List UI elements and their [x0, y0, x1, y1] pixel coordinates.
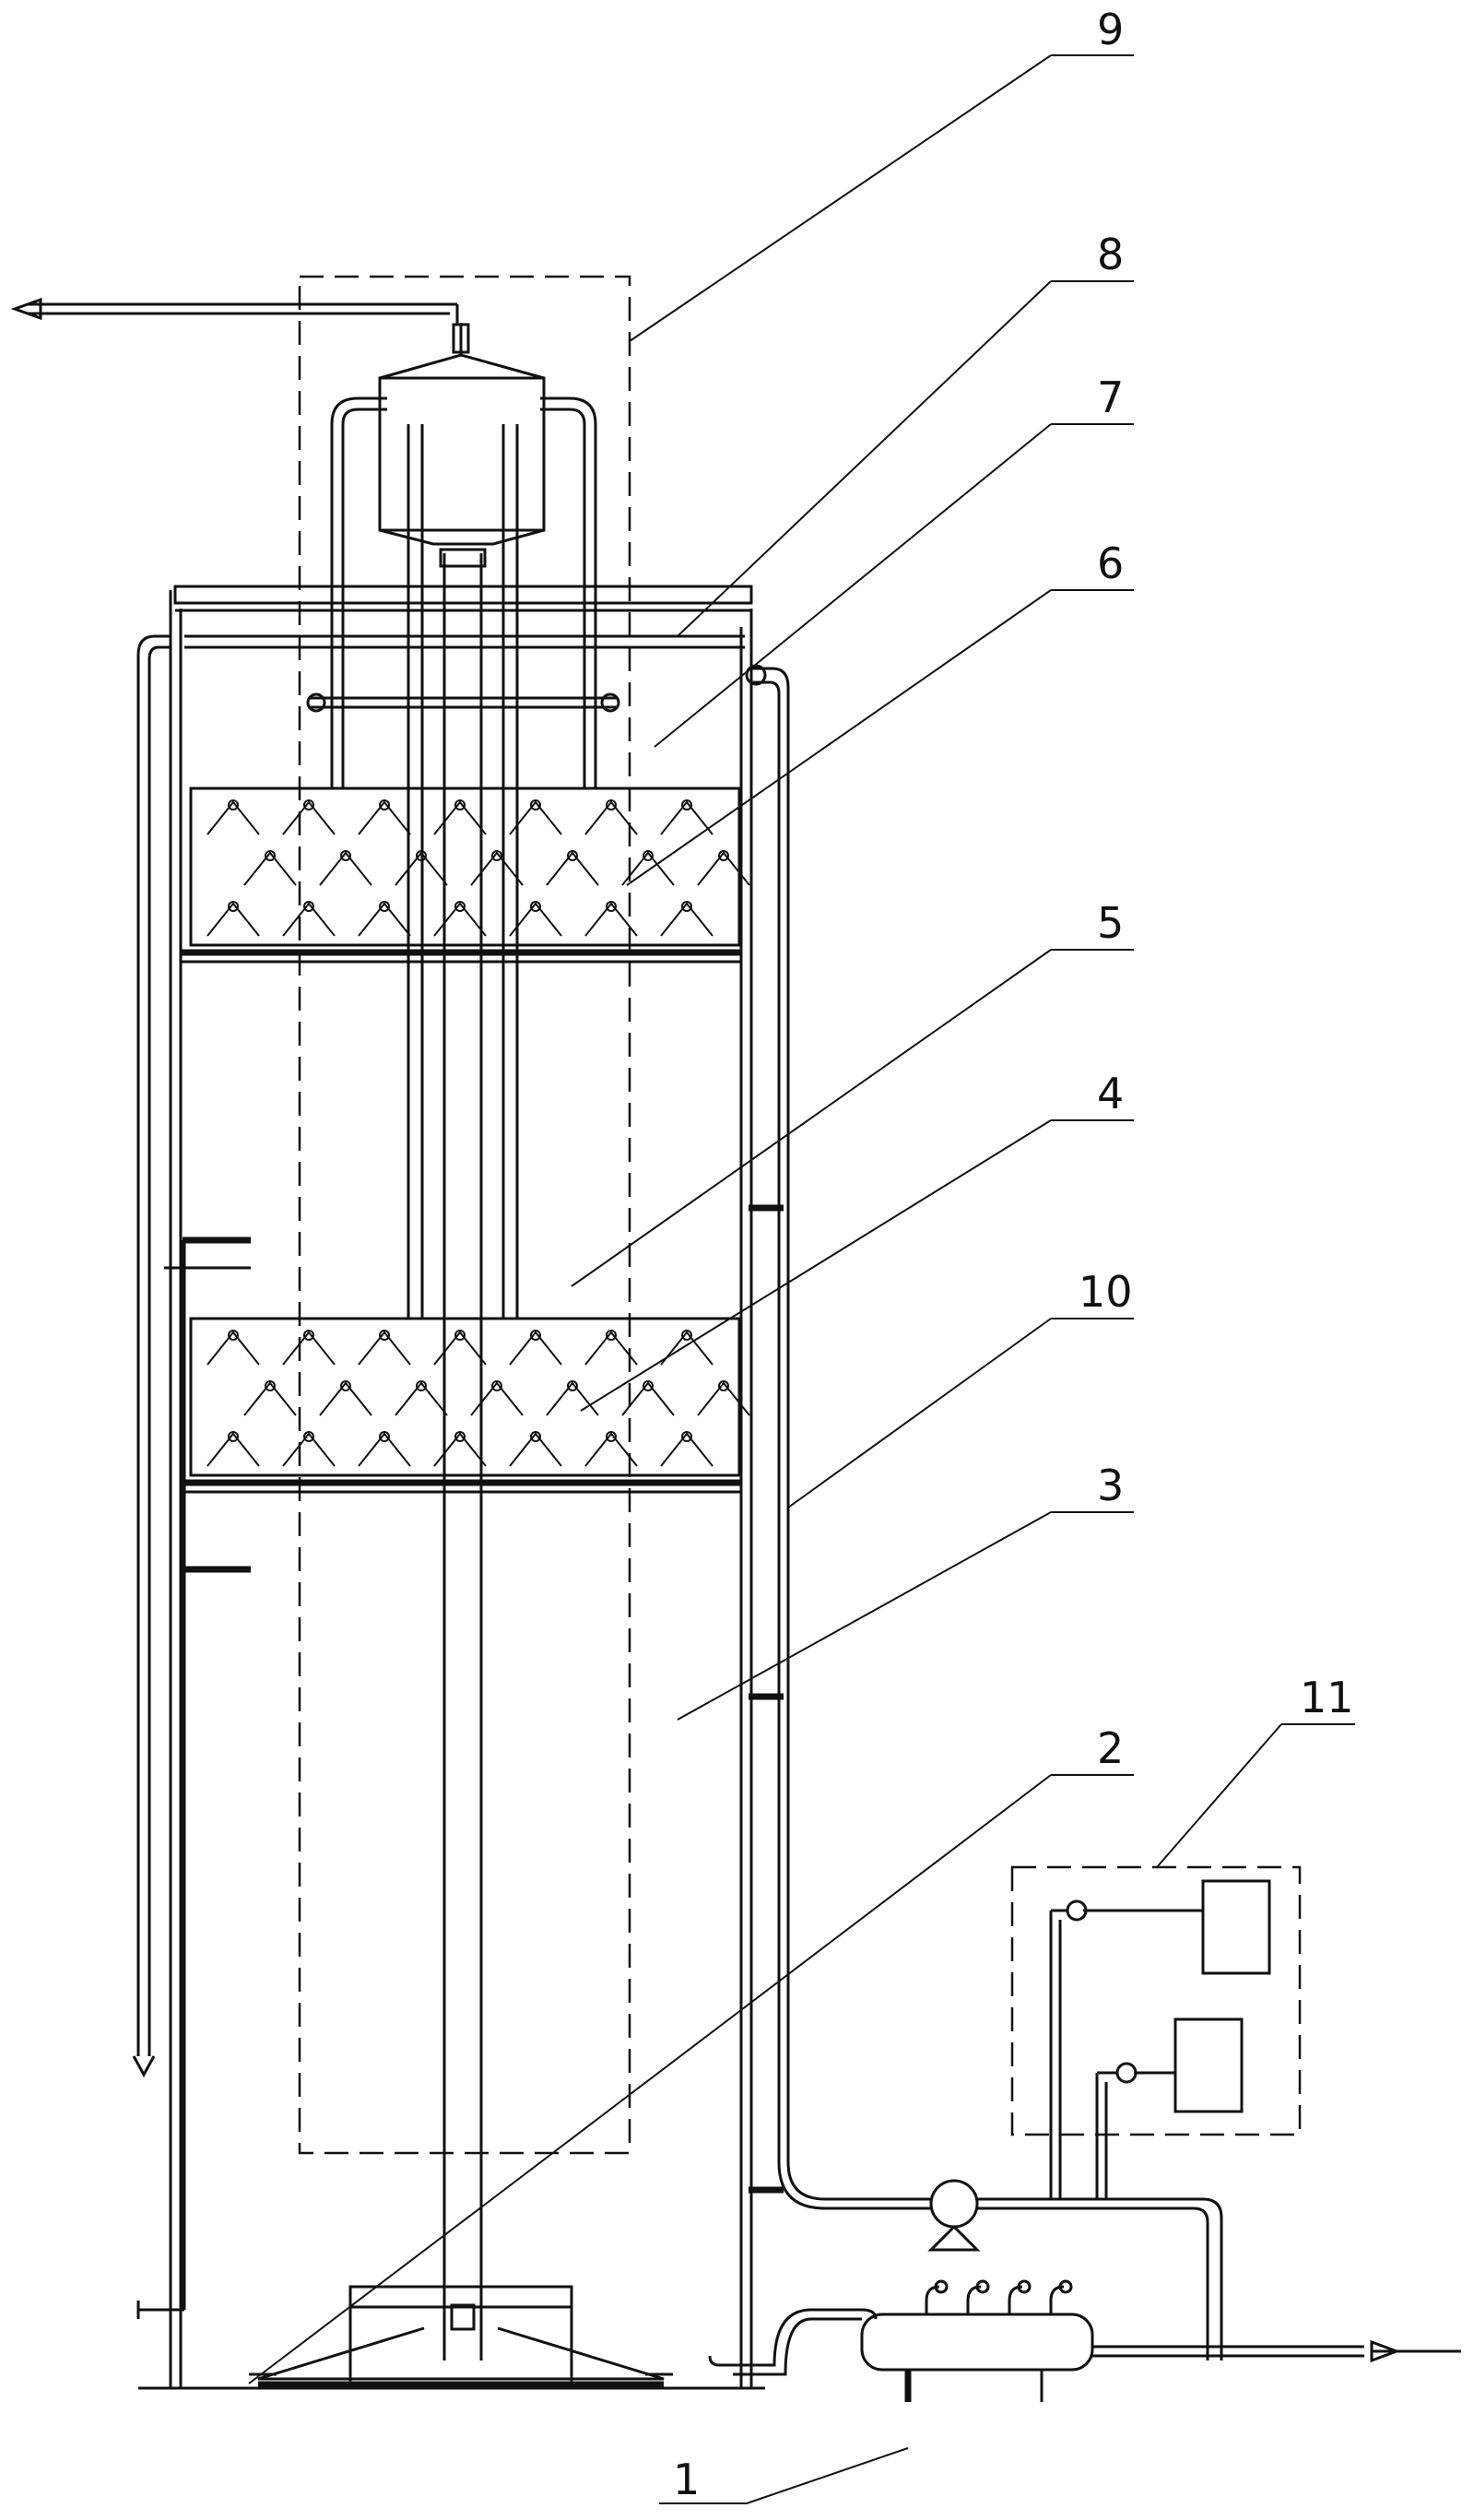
callout-1: 1: [673, 2455, 700, 2504]
dosing-unit-11: [1012, 1867, 1300, 2199]
callout-7: 7: [1097, 373, 1124, 422]
riser-pipes: [308, 398, 619, 1319]
top-separator: [15, 300, 544, 544]
packing-chevron: [207, 1332, 259, 1365]
packing-chevron: [320, 1383, 371, 1415]
central-pipe: [441, 550, 485, 2360]
callout-11: 11: [1300, 1673, 1354, 1722]
leader-lines: [249, 55, 1355, 2503]
recycle-pipe: [747, 666, 931, 2208]
packing-chevron: [207, 1434, 259, 1466]
packing-chevron: [434, 1434, 486, 1466]
packing-chevron: [661, 1434, 713, 1466]
packing-chevron: [207, 904, 259, 936]
packing-chevron: [283, 904, 335, 936]
packing-chevron: [359, 802, 410, 834]
packing-chevron: [434, 904, 486, 936]
packing-chevron: [283, 1434, 335, 1466]
packing-chevron: [244, 853, 296, 885]
callout-9: 9: [1097, 5, 1124, 54]
packing-chevron: [434, 802, 486, 834]
callout-labels: 9 8 7 6 5 4 10 3 2 11 1: [673, 5, 1354, 2504]
packing-chevron: [547, 1383, 598, 1415]
packing-chevron: [395, 1383, 447, 1415]
recycle-pump: [931, 2181, 1221, 2360]
callout-2: 2: [1097, 1723, 1124, 1773]
packing-chevron: [547, 853, 598, 885]
packing-chevron: [283, 1332, 335, 1365]
packing-chevron: [359, 904, 410, 936]
lower-packing-layer: [181, 1319, 749, 1492]
packing-chevron: [661, 802, 713, 834]
packing-chevron: [283, 802, 335, 834]
callout-3: 3: [1097, 1461, 1124, 1510]
packing-chevron: [244, 1383, 296, 1415]
packing-chevron: [661, 904, 713, 936]
upper-packing-layer: [181, 788, 749, 962]
callout-6: 6: [1097, 538, 1124, 588]
packing-chevron: [510, 1332, 561, 1365]
boundary-box-9: [300, 277, 630, 2153]
packing-chevron: [320, 853, 371, 885]
callout-8: 8: [1097, 230, 1124, 279]
packing-chevron: [359, 1332, 410, 1365]
callout-5: 5: [1097, 898, 1124, 948]
packing-chevron: [510, 1434, 561, 1466]
packing-chevron: [434, 1332, 486, 1365]
vessel-shell: [171, 586, 751, 2388]
callout-10: 10: [1079, 1267, 1133, 1317]
packing-chevron: [661, 1332, 713, 1365]
packing-chevron: [471, 853, 523, 885]
packing-chevron: [471, 1383, 523, 1415]
packing-chevron: [359, 1434, 410, 1466]
callout-4: 4: [1097, 1069, 1124, 1118]
packing-chevron: [207, 802, 259, 834]
inlet-manifold: [710, 2281, 1461, 2402]
